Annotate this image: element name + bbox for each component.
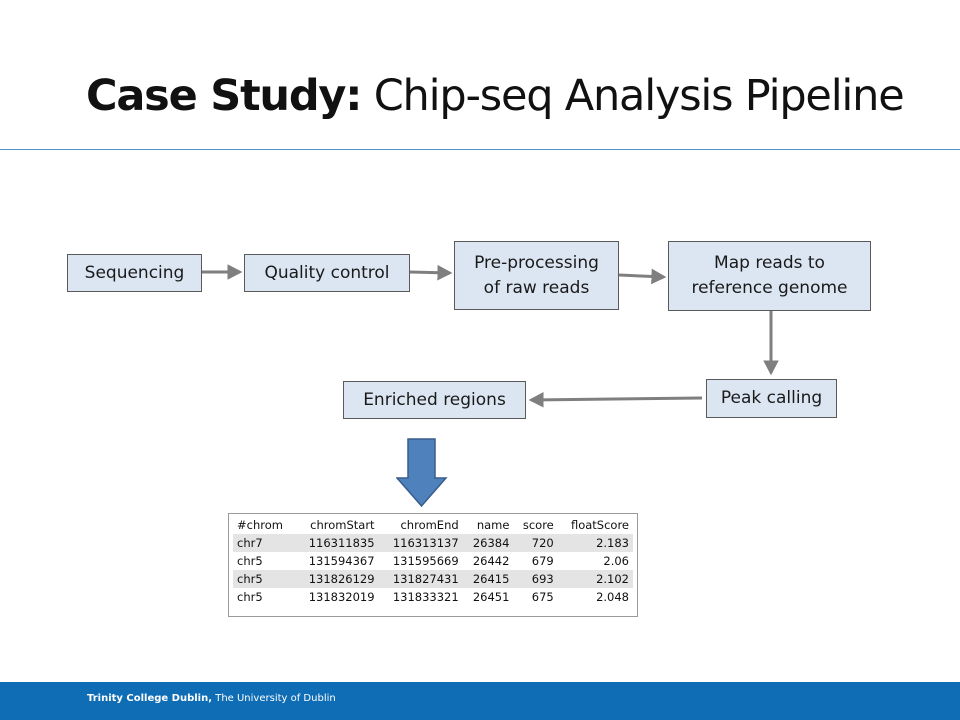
footer-institution-rest: The University of Dublin — [212, 693, 336, 704]
table-row: chr5 131826129 131827431 26415 693 2.102 — [233, 570, 633, 588]
cell-chrom: chr7 — [233, 534, 295, 552]
cell-floatscore: 2.102 — [557, 570, 633, 588]
header-chrom: #chrom — [237, 518, 283, 532]
cell-chromstart: 116311835 — [294, 534, 379, 552]
node-peak-calling: Peak calling — [706, 379, 837, 418]
slide-title-rest: Chip-seq Analysis Pipeline — [361, 71, 905, 121]
cell-chrom: chr5 — [237, 590, 263, 604]
header-score: score — [522, 518, 554, 532]
cell-score: 720 — [513, 534, 558, 552]
header-chromstart: chromStart — [310, 518, 375, 532]
cell-score: 675 — [531, 590, 554, 604]
header-chromend: chromEnd — [400, 518, 459, 532]
cell-name: 26415 — [462, 570, 514, 588]
cell-chromstart: 131594367 — [308, 554, 375, 568]
cell-name: 26451 — [472, 590, 510, 604]
footer-institution: Trinity College Dublin, The University o… — [87, 693, 336, 704]
cell-chromend: 131833321 — [392, 590, 459, 604]
node-map-reads: Map reads to reference genome — [668, 241, 871, 311]
node-sequencing: Sequencing — [67, 254, 202, 292]
footer-bar: Trinity College Dublin, The University o… — [0, 682, 960, 720]
regions-data-table: #chrom chromStart chromEnd name score fl… — [233, 516, 633, 606]
cell-score: 693 — [513, 570, 558, 588]
slide-title-bold: Case Study: — [86, 71, 362, 121]
arrow-peak-to-enriched — [528, 392, 703, 408]
cell-floatscore: 2.183 — [557, 534, 633, 552]
node-enriched-regions: Enriched regions — [343, 381, 526, 419]
footer-institution-bold: Trinity College Dublin, — [87, 693, 213, 704]
cell-name: 26442 — [472, 554, 510, 568]
enriched-regions-table: #chrom chromStart chromEnd name score fl… — [228, 513, 638, 617]
cell-score: 679 — [531, 554, 554, 568]
header-floatscore: floatScore — [570, 518, 629, 532]
cell-chrom: chr5 — [237, 554, 263, 568]
cell-name: 26384 — [462, 534, 514, 552]
cell-floatscore: 2.06 — [603, 554, 629, 568]
table-row: chr5 131594367 131595669 26442 679 2.06 — [233, 552, 633, 570]
table-row: chr7 116311835 116313137 26384 720 2.183 — [233, 534, 633, 552]
table-row: chr5 131832019 131833321 26451 675 2.048 — [233, 588, 633, 606]
down-arrow-icon — [396, 438, 448, 508]
arrow-qc-to-preprocessing — [409, 264, 453, 281]
slide-title: Case Study: Chip-seq Analysis Pipeline — [86, 68, 905, 124]
cell-chromstart: 131832019 — [308, 590, 375, 604]
cell-chromstart: 131826129 — [294, 570, 379, 588]
cell-chromend: 116313137 — [378, 534, 463, 552]
arrow-preprocessing-to-map — [618, 268, 667, 285]
node-quality-control: Quality control — [244, 254, 410, 292]
cell-chromend: 131595669 — [392, 554, 459, 568]
title-divider — [0, 149, 960, 150]
cell-chromend: 131827431 — [378, 570, 463, 588]
table-header-row: #chrom chromStart chromEnd name score fl… — [233, 516, 633, 534]
cell-chrom: chr5 — [233, 570, 295, 588]
cell-floatscore: 2.048 — [596, 590, 629, 604]
node-preprocessing: Pre-processing of raw reads — [454, 241, 619, 310]
header-name: name — [476, 518, 510, 532]
